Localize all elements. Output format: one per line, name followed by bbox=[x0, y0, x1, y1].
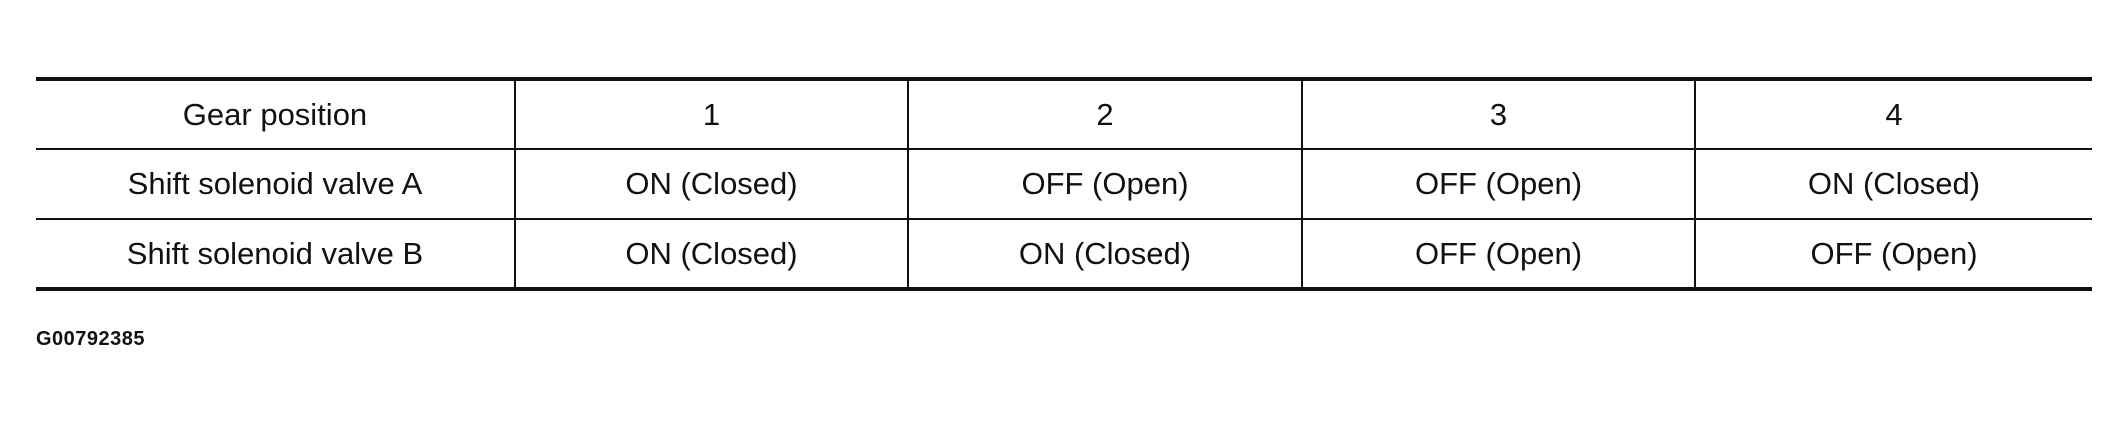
solenoid-a-gear-4: ON (Closed) bbox=[1694, 149, 2092, 220]
gear-4-header: 4 bbox=[1694, 77, 2092, 150]
solenoid-a-gear-1: ON (Closed) bbox=[514, 149, 908, 220]
solenoid-b-gear-4: OFF (Open) bbox=[1694, 219, 2092, 291]
solenoid-table-container: Gear position 1 2 3 4 Shift solenoid val… bbox=[36, 77, 2092, 291]
row-header-solenoid-a: Shift solenoid valve A bbox=[36, 149, 515, 220]
row-header-gear-position: Gear position bbox=[36, 77, 515, 150]
solenoid-b-gear-2: ON (Closed) bbox=[907, 219, 1302, 291]
gear-1-header: 1 bbox=[514, 77, 908, 150]
solenoid-operation-table: Gear position 1 2 3 4 Shift solenoid val… bbox=[36, 77, 2092, 291]
table-row-solenoid-b: Shift solenoid valve B ON (Closed) ON (C… bbox=[36, 219, 2092, 291]
gear-2-header: 2 bbox=[907, 77, 1302, 150]
table-row-solenoid-a: Shift solenoid valve A ON (Closed) OFF (… bbox=[36, 149, 2092, 220]
solenoid-a-gear-3: OFF (Open) bbox=[1301, 149, 1695, 220]
solenoid-a-gear-2: OFF (Open) bbox=[907, 149, 1302, 220]
table-row-gear-position: Gear position 1 2 3 4 bbox=[36, 77, 2092, 150]
gear-3-header: 3 bbox=[1301, 77, 1695, 150]
solenoid-b-gear-1: ON (Closed) bbox=[514, 219, 908, 291]
row-header-solenoid-b: Shift solenoid valve B bbox=[36, 219, 515, 291]
solenoid-b-gear-3: OFF (Open) bbox=[1301, 219, 1695, 291]
figure-code: G00792385 bbox=[36, 328, 146, 350]
